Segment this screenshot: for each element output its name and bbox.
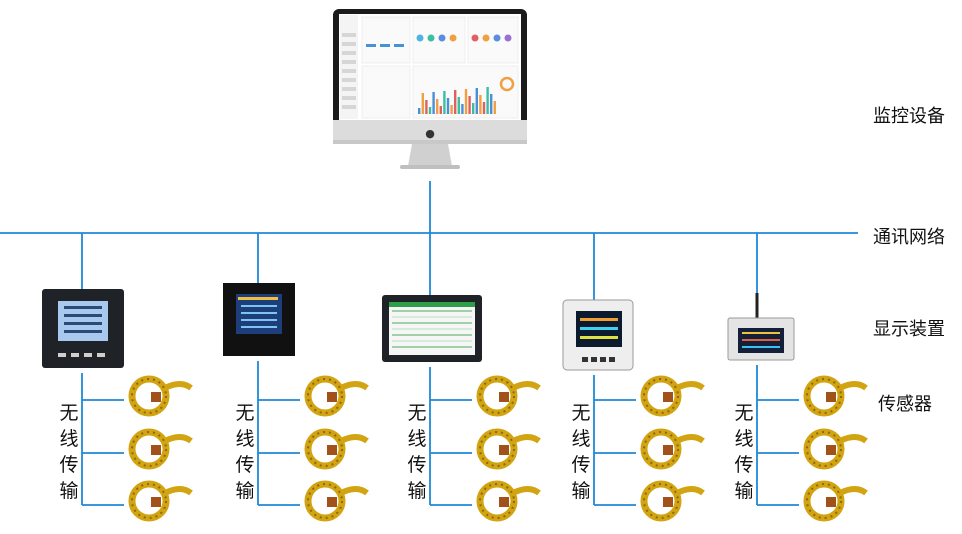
temperature-sensor-icon — [640, 428, 705, 470]
display-label: 显示装置 — [873, 319, 945, 340]
white-panel-display-icon — [562, 299, 634, 371]
temperature-sensor-icon — [304, 480, 369, 522]
temperature-sensor-icon — [476, 428, 541, 470]
svg-text:●: ● — [425, 127, 435, 140]
sensors — [128, 375, 868, 522]
temperature-sensor-icon — [476, 375, 541, 417]
network-label: 通讯网络 — [873, 227, 945, 248]
color-touch-panel-icon — [223, 283, 295, 356]
temperature-sensor-icon — [304, 428, 369, 470]
wireless-transmission-label: 无线传输 — [734, 402, 754, 502]
wireless-transmission-label: 无线传输 — [571, 402, 591, 502]
monitor-computer-icon: ● — [333, 9, 527, 169]
wireless-transmission-label: 无线传输 — [407, 402, 427, 502]
temperature-sensor-icon — [476, 480, 541, 522]
temperature-sensor-icon — [803, 375, 868, 417]
display-devices — [42, 283, 795, 371]
monitor-label: 监控设备 — [873, 106, 945, 127]
lcd-panel-meter-icon — [42, 289, 124, 368]
temperature-sensor-icon — [640, 375, 705, 417]
wireless-transmission-label: 无线传输 — [235, 402, 255, 502]
temperature-sensor-icon — [304, 375, 369, 417]
temperature-sensor-icon — [803, 428, 868, 470]
temperature-sensor-icon — [803, 480, 868, 522]
wireless-transmission-label: 无线传输 — [59, 402, 79, 502]
temperature-sensor-icon — [128, 428, 193, 470]
temperature-sensor-icon — [128, 480, 193, 522]
temperature-sensor-icon — [128, 375, 193, 417]
wide-touch-screen-icon — [382, 295, 482, 362]
antenna-receiver-box-icon — [727, 293, 795, 361]
temperature-sensor-icon — [640, 480, 705, 522]
sensor-label: 传感器 — [878, 394, 932, 415]
